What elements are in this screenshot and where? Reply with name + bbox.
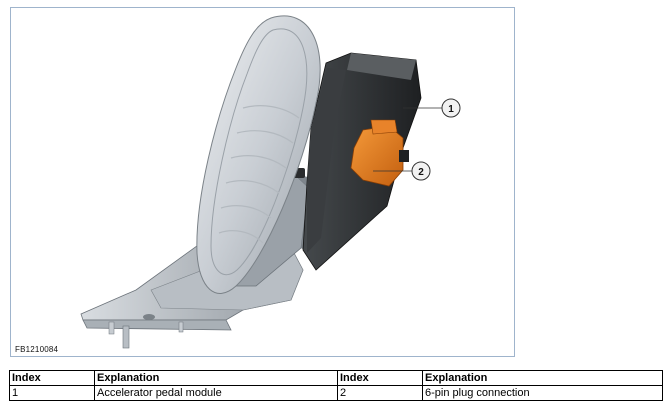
figure-id-label: FB1210084 <box>15 345 59 354</box>
legend-header-row: Index Explanation Index Explanation <box>9 370 663 386</box>
pedal-illustration: 1 2 <box>80 15 461 349</box>
cell-index: 1 <box>9 385 95 401</box>
cell-index: 2 <box>337 385 423 401</box>
callout-1-number: 1 <box>448 104 454 115</box>
cell-explanation: Accelerator pedal module <box>94 385 338 401</box>
header-index-2: Index <box>337 370 423 386</box>
header-explanation-2: Explanation <box>422 370 663 386</box>
cell-explanation: 6-pin plug connection <box>422 385 663 401</box>
header-explanation-1: Explanation <box>94 370 338 386</box>
legend-table: Index Explanation Index Explanation 1 Ac… <box>9 370 663 401</box>
callout-2: 2 <box>373 161 431 181</box>
table-row: 1 Accelerator pedal module 2 6-pin plug … <box>9 385 663 401</box>
header-index-1: Index <box>9 370 95 386</box>
pedal-pad <box>196 15 321 294</box>
callout-1: 1 <box>403 98 461 118</box>
figure-frame: 1 2 FB1210084 <box>10 7 515 357</box>
callout-2-number: 2 <box>418 167 424 178</box>
